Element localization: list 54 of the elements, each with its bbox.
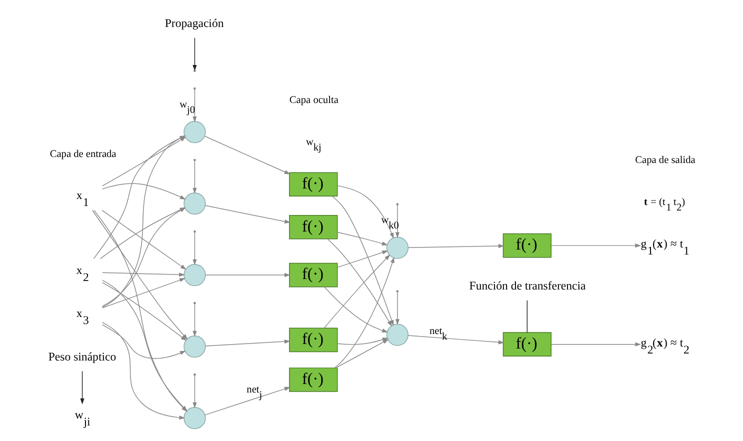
arrow — [101, 324, 186, 359]
arrow — [101, 210, 186, 270]
arrow — [204, 386, 290, 416]
node-box: f(·) — [502, 233, 551, 258]
node-circle — [183, 192, 206, 215]
arrow — [192, 375, 196, 408]
node-circle — [183, 336, 206, 358]
node-text: Propagación — [164, 16, 224, 30]
node-circle — [386, 236, 408, 259]
node-box: f(·) — [288, 214, 338, 240]
node-circle — [386, 324, 408, 346]
arrow — [323, 254, 390, 328]
arrow — [407, 335, 504, 344]
arrow — [334, 339, 388, 368]
connector — [526, 300, 528, 333]
arrow — [204, 272, 290, 278]
arrow — [192, 304, 196, 337]
node-box: f(·) — [288, 262, 338, 288]
arrow — [394, 204, 399, 238]
arrow — [336, 232, 388, 246]
node-box: f(·) — [288, 172, 338, 197]
arrow — [80, 370, 84, 404]
arrow — [101, 272, 184, 277]
arrow — [192, 160, 196, 194]
arrow — [550, 244, 641, 248]
arrow — [204, 339, 290, 346]
node-circle — [183, 407, 206, 430]
label: Capa oculta — [288, 95, 338, 106]
node-circle — [183, 120, 206, 144]
node-box: f(·) — [502, 332, 551, 357]
arrow — [101, 282, 186, 341]
arrow — [326, 238, 392, 327]
arrow — [91, 210, 188, 340]
node-text: Función de transferencia — [468, 278, 586, 293]
label: Capa de salida — [634, 154, 695, 166]
arrow — [394, 292, 399, 325]
node-circle — [183, 264, 206, 286]
node-box: f(·) — [288, 328, 338, 352]
arrow — [550, 342, 641, 346]
arrow — [192, 89, 196, 122]
node-box: f(·) — [288, 368, 338, 392]
label: Capa de entrada — [49, 148, 116, 160]
arrow — [101, 278, 185, 308]
arrow — [101, 183, 186, 200]
arrow — [204, 205, 290, 224]
arrow — [407, 244, 504, 248]
arrow — [336, 250, 388, 268]
arrow — [192, 38, 196, 71]
arrow — [101, 322, 185, 420]
arrow — [323, 286, 388, 332]
arrow — [204, 136, 290, 174]
arrow — [192, 232, 196, 266]
arrow — [336, 185, 394, 239]
node-text: Peso sináptico — [48, 349, 116, 364]
